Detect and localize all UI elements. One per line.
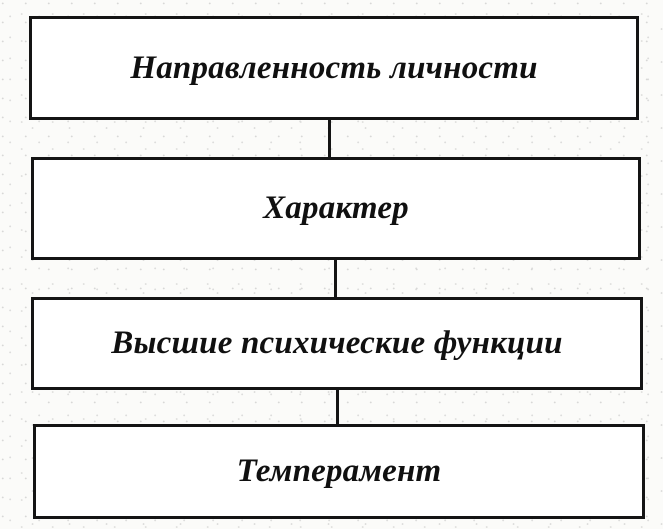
box-character: Характер — [31, 157, 641, 260]
box-temperament: Темперамент — [33, 424, 645, 519]
connector-line — [336, 388, 339, 426]
connector-line — [334, 258, 337, 299]
connector-line — [328, 118, 331, 159]
box-label: Высшие психические функции — [111, 325, 563, 361]
box-personality-orientation: Направленность личности — [29, 16, 639, 120]
box-label: Темперамент — [236, 453, 442, 489]
box-higher-mental-functions: Высшие психические функции — [31, 297, 643, 390]
box-label: Направленность личности — [130, 49, 538, 86]
box-label: Характер — [263, 190, 409, 226]
